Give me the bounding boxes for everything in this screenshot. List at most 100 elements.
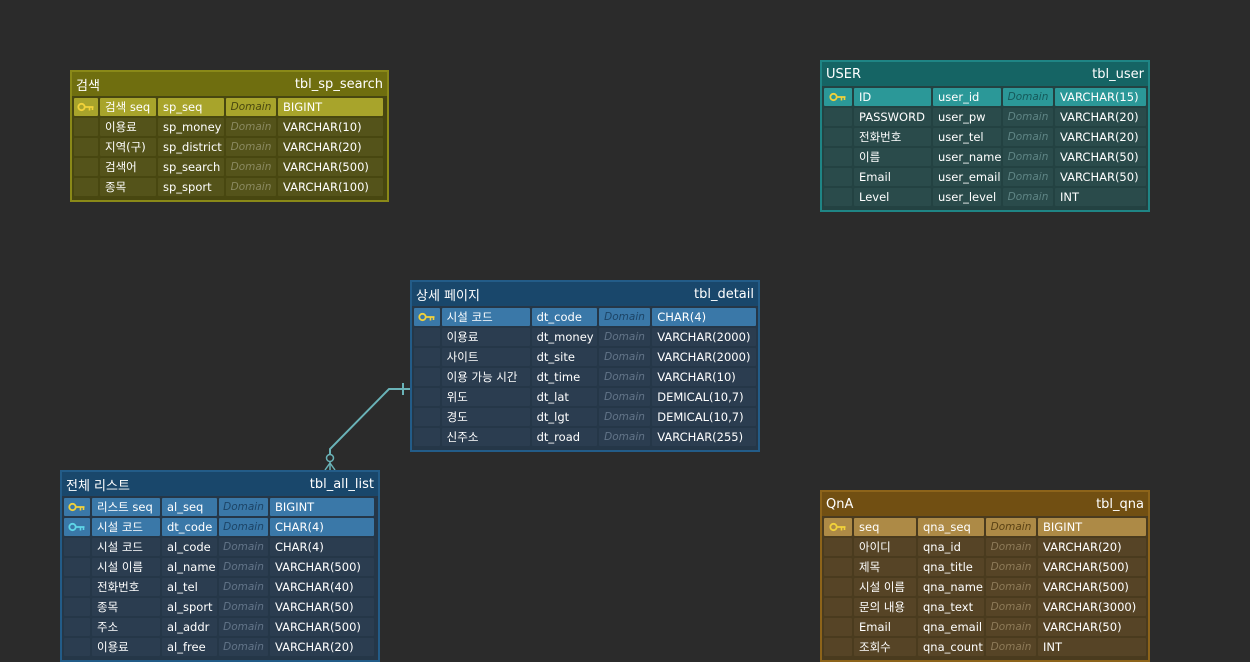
entity-header[interactable]: USER tbl_user xyxy=(822,62,1148,86)
column-physical-name: sp_seq xyxy=(158,98,224,116)
column-physical-name: al_free xyxy=(162,638,217,656)
column-domain: Domain xyxy=(598,408,651,426)
column-logical-name: 시설 이름 xyxy=(92,558,160,576)
column-data-type: BIGINT xyxy=(270,498,374,516)
column-domain: Domain xyxy=(986,598,1036,616)
column-key-cell xyxy=(64,498,90,516)
column-logical-name: 경도 xyxy=(441,408,530,426)
column-physical-name: dt_money xyxy=(531,328,597,346)
column-logical-name: 리스트 seq xyxy=(92,498,160,516)
column-logical-name: seq xyxy=(854,518,916,536)
column-key-cell xyxy=(64,578,90,596)
column-domain: Domain xyxy=(1003,108,1053,126)
column-logical-name: 지역(구) xyxy=(100,138,156,156)
column-data-type: CHAR(4) xyxy=(270,518,374,536)
column-domain: Domain xyxy=(986,518,1036,536)
column-key-cell xyxy=(824,88,852,106)
many-marker xyxy=(329,462,336,471)
column-domain: Domain xyxy=(226,158,276,176)
column-key-cell xyxy=(74,98,98,116)
column-key-cell xyxy=(824,578,852,596)
primary-key-icon xyxy=(68,502,86,512)
column-physical-name: al_code xyxy=(162,538,217,556)
primary-key-icon xyxy=(829,522,847,532)
column-key-cell xyxy=(824,518,852,536)
column-key-cell xyxy=(64,538,90,556)
entity-header[interactable]: 전체 리스트 tbl_all_list xyxy=(62,472,378,496)
column-data-type: VARCHAR(500) xyxy=(270,558,374,576)
column-logical-name: 이름 xyxy=(854,148,931,166)
column-domain: Domain xyxy=(219,638,268,656)
column-physical-name: user_name xyxy=(933,148,1001,166)
entity-header[interactable]: 검색 tbl_sp_search xyxy=(72,72,387,96)
column-key-cell xyxy=(824,638,852,656)
column-key-cell xyxy=(824,618,852,636)
relationship-line[interactable] xyxy=(329,388,411,460)
column-data-type: VARCHAR(20) xyxy=(1055,108,1146,126)
column-physical-name: dt_site xyxy=(531,348,597,366)
column-data-type: VARCHAR(15) xyxy=(1055,88,1146,106)
column-data-type: VARCHAR(3000) xyxy=(1038,598,1146,616)
column-domain: Domain xyxy=(219,498,268,516)
column-data-type: BIGINT xyxy=(278,98,383,116)
column-data-type: VARCHAR(20) xyxy=(278,138,383,156)
column-key-cell xyxy=(824,598,852,616)
column-logical-name: ID xyxy=(854,88,931,106)
column-key-cell xyxy=(64,638,90,656)
column-data-type: CHAR(4) xyxy=(652,308,756,326)
column-physical-name: qna_seq xyxy=(918,518,984,536)
column-data-type: VARCHAR(2000) xyxy=(652,328,756,346)
column-data-type: VARCHAR(500) xyxy=(1038,578,1146,596)
entity-header[interactable]: 상세 페이지 tbl_detail xyxy=(412,282,758,306)
entity-header[interactable]: QnA tbl_qna xyxy=(822,492,1148,516)
column-physical-name: dt_lat xyxy=(531,388,597,406)
column-domain: Domain xyxy=(598,388,651,406)
column-physical-name: sp_district xyxy=(158,138,224,156)
column-logical-name: 종목 xyxy=(92,598,160,616)
column-key-cell xyxy=(824,128,852,146)
column-physical-name: sp_sport xyxy=(158,178,224,196)
column-logical-name: 이용료 xyxy=(100,118,156,136)
